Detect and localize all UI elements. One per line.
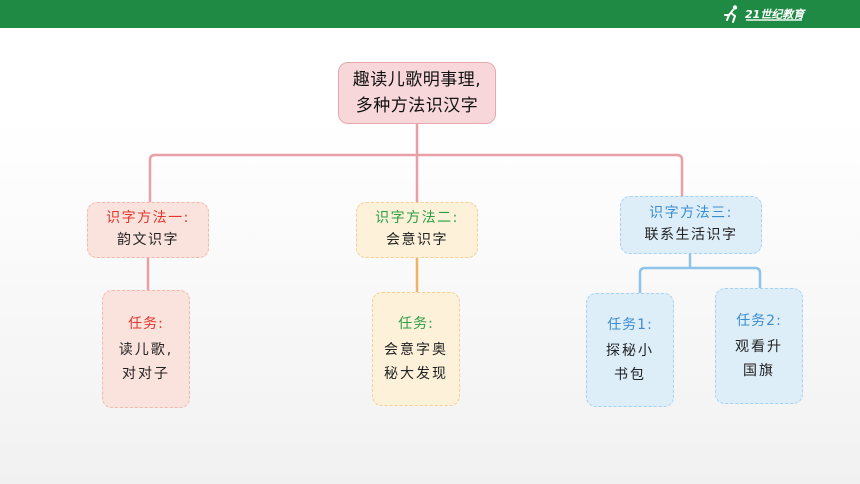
- runner-logo-icon: [724, 5, 738, 23]
- method-node-2: 识字方法二: 会意识字: [356, 202, 478, 258]
- task-node-2: 任务: 会意字奥 秘大发现: [372, 292, 460, 406]
- root-topic-node: 趣读儿歌明事理, 多种方法识汉字: [338, 62, 496, 124]
- task-node-4: 任务2: 观看升 国旗: [715, 288, 803, 404]
- task-2-title: 任务:: [398, 316, 434, 333]
- task-4-line-2: 国旗: [743, 363, 775, 380]
- method-3-title: 识字方法三:: [649, 205, 733, 222]
- header-bar: 21世纪教育: [0, 0, 860, 28]
- method-2-title: 识字方法二:: [375, 210, 459, 227]
- site-logo[interactable]: 21世纪教育: [722, 2, 818, 26]
- method3-to-tasks-connector: [638, 254, 762, 293]
- root-line-1: 趣读儿歌明事理,: [352, 69, 482, 90]
- task-2-line-1: 会意字奥: [384, 341, 448, 358]
- task-1-line-2: 对对子: [122, 366, 170, 383]
- root-line-2: 多种方法识汉字: [355, 96, 479, 116]
- task-node-3: 任务1: 探秘小 书包: [586, 293, 674, 407]
- task-1-line-1: 读儿歌,: [118, 341, 174, 358]
- task-3-line-2: 书包: [614, 367, 646, 384]
- method-1-text: 韵文识字: [117, 232, 179, 248]
- method-3-text: 联系生活识字: [644, 227, 738, 243]
- logo-underline: [746, 19, 802, 21]
- method-node-1: 识字方法一: 韵文识字: [87, 202, 209, 258]
- method-1-title: 识字方法一:: [106, 210, 190, 227]
- task-3-line-1: 探秘小: [606, 342, 654, 359]
- root-to-methods-connector: [148, 124, 684, 202]
- task-node-1: 任务: 读儿歌, 对对子: [102, 290, 190, 408]
- task-3-title: 任务1:: [607, 317, 653, 334]
- method-node-3: 识字方法三: 联系生活识字: [620, 196, 762, 254]
- task-4-title: 任务2:: [736, 313, 782, 330]
- task-4-line-1: 观看升: [735, 338, 783, 355]
- task-2-line-2: 秘大发现: [384, 366, 448, 383]
- method-2-text: 会意识字: [386, 232, 448, 248]
- task-1-title: 任务:: [128, 316, 164, 333]
- logo-text: 21世纪教育: [745, 7, 805, 21]
